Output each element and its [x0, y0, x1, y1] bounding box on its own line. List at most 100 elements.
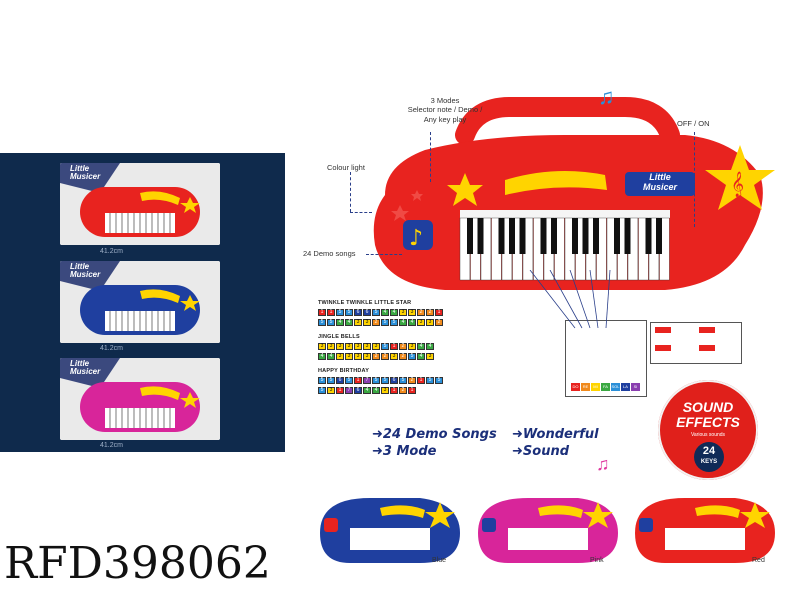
song-title: JINGLE BELLS [318, 334, 360, 340]
keyboard-variant-red [635, 498, 775, 563]
song-note: 5 [318, 387, 326, 394]
song-note: 5 [390, 319, 398, 326]
song-note: 7 [345, 387, 353, 394]
light-leader-line-h [350, 212, 372, 213]
song-note: 3 [408, 343, 416, 350]
black-key [551, 218, 557, 254]
song-note: 3 [417, 319, 425, 326]
packaging-panel: Little Musicer 41.2cm Little Musicer 41.… [0, 153, 285, 452]
variant-label-pink: Pink [590, 557, 604, 564]
product-brand-line1: Little [649, 172, 671, 182]
black-key [477, 218, 484, 254]
black-key [614, 218, 620, 254]
solfege-cell: LA [621, 383, 630, 391]
demo-note-button [403, 220, 433, 250]
light-callout: Colour light [327, 163, 365, 172]
product-brand-logo: Little Musicer [625, 172, 695, 196]
song-note: 7 [363, 377, 371, 384]
song-note: 6 [336, 377, 344, 384]
song-note: 3 [426, 319, 434, 326]
solfege-cell: RE [581, 383, 590, 391]
item-code: RFD398062 [4, 538, 271, 589]
variant-label-red: Red [752, 557, 765, 564]
song-note: 4 [408, 319, 416, 326]
badge-small-text: Various sounds [690, 432, 726, 438]
variant-label-blue: Blue [432, 557, 447, 564]
song-note: 5 [372, 309, 380, 316]
power-callout: OFF / ON [677, 119, 710, 128]
song-note: 4 [426, 343, 434, 350]
song-note: 6 [363, 309, 371, 316]
song-note: 6 [354, 309, 362, 316]
song-note: 1 [327, 309, 335, 316]
song-note: 6 [390, 377, 398, 384]
modes-leader-line [430, 132, 431, 182]
song-note: 3 [363, 319, 371, 326]
black-key [540, 218, 547, 254]
feature-item: ➜3 Mode [372, 444, 437, 459]
song-note: 2 [408, 377, 416, 384]
song-note: 5 [345, 309, 353, 316]
music-note-icon: ♫ [596, 454, 610, 474]
package-brand-line1: Little [70, 359, 90, 368]
black-key [498, 218, 505, 254]
svg-text:𝄞: 𝄞 [731, 171, 744, 197]
song-note: 4 [345, 319, 353, 326]
black-key [509, 218, 515, 254]
rhythm-legend [650, 322, 742, 364]
song-note: 2 [399, 353, 407, 360]
package-brand-line1: Little [70, 164, 90, 173]
song-note: 1 [318, 309, 326, 316]
song-note: 4 [381, 309, 389, 316]
solfege-cell: FA [601, 383, 610, 391]
song-note: 4 [327, 353, 335, 360]
song-note: 3 [327, 343, 335, 350]
feature-item: ➜Sound [512, 444, 570, 459]
song-note: 5 [336, 309, 344, 316]
song-title: HAPPY BIRTHDAY [318, 368, 370, 374]
song-note: 2 [372, 319, 380, 326]
song-note: 3 [363, 343, 371, 350]
song-note: 3 [327, 387, 335, 394]
package-brand-line2: Musicer [70, 270, 101, 279]
song-note: 3 [381, 387, 389, 394]
song-note: 3 [363, 353, 371, 360]
width-dimension: 41.2cm [100, 442, 123, 449]
song-note: 2 [399, 387, 407, 394]
solfege-cell: MI [591, 383, 600, 391]
black-key [645, 218, 652, 254]
song-note: 1 [435, 309, 443, 316]
song-note: 5 [381, 377, 389, 384]
song-note: 5 [435, 377, 443, 384]
song-note: 2 [372, 353, 380, 360]
feature-item: ➜Wonderful [512, 427, 599, 442]
song-note: 2 [381, 353, 389, 360]
solfege-cell: DO [571, 383, 580, 391]
black-key [572, 218, 578, 254]
mode-star-icon [447, 173, 483, 206]
power-star-icon [705, 145, 775, 210]
keyboard-variant-pink [478, 498, 618, 563]
song-note: 3 [336, 353, 344, 360]
solfege-cell: SOL [611, 383, 620, 391]
song-note: 5 [408, 353, 416, 360]
product-brand-line2: Musicer [642, 182, 677, 192]
song-note: 3 [426, 353, 434, 360]
song-note: 2 [417, 309, 425, 316]
sound-effects-badge: SOUND EFFECTS Various sounds 24 KEYS [658, 380, 758, 480]
package-brand-line2: Musicer [70, 172, 101, 181]
song-note: 3 [345, 353, 353, 360]
package-brand-line1: Little [70, 262, 90, 271]
song-note: 2 [426, 309, 434, 316]
song-note: 1 [417, 377, 425, 384]
svg-text:♪: ♪ [409, 226, 423, 251]
song-note: 1 [408, 387, 416, 394]
black-key [593, 218, 599, 254]
song-title: TWINKLE TWINKLE LITTLE STAR [318, 300, 412, 306]
song-note: 4 [318, 353, 326, 360]
